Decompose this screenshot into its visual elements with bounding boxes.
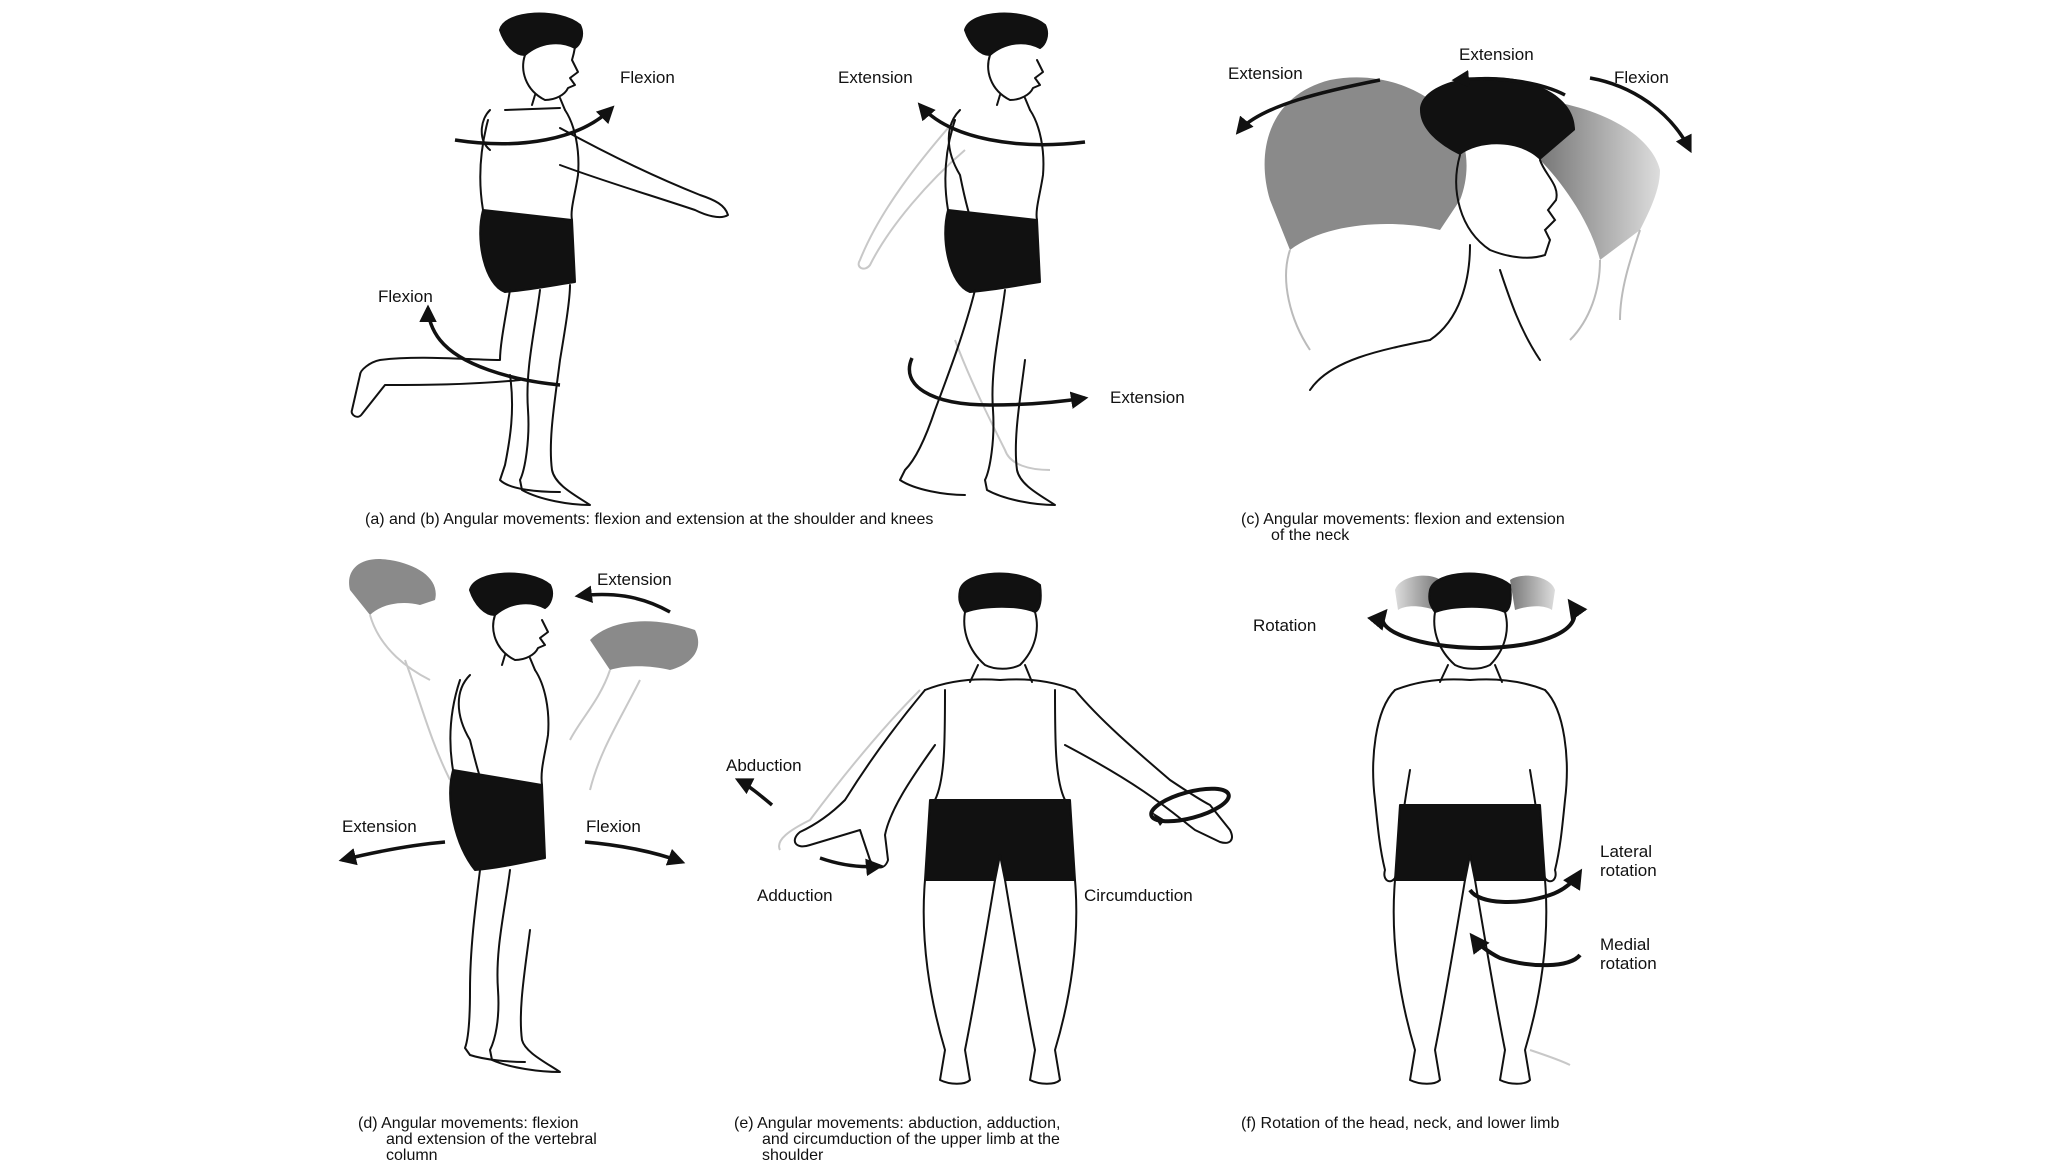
label-d-flexion: Flexion	[586, 817, 641, 836]
label-e-adduction: Adduction	[757, 886, 833, 905]
label-b-extension-shoulder: Extension	[838, 68, 913, 87]
arrow-f-lateral-rotation	[1468, 868, 1583, 904]
panel-b-ghost-figure	[857, 119, 1051, 471]
arrow-f-head-rotation	[1367, 598, 1588, 651]
label-d-extension-left: Extension	[342, 817, 417, 836]
label-f-medial-rotation: Medial rotation	[1600, 935, 1657, 973]
label-a-flexion-knee: Flexion	[378, 287, 433, 306]
arrow-a-knee-flexion	[419, 304, 561, 387]
panel-d-ghosts	[349, 559, 699, 791]
label-d-extension-top: Extension	[597, 570, 672, 589]
panel-f-ghost-foot	[1529, 1049, 1571, 1066]
caption-c: (c) Angular movements: flexion and exten…	[1241, 512, 1565, 544]
arrow-e-adduction	[819, 856, 884, 877]
arrow-b-shoulder-extension	[917, 102, 1086, 147]
panel-f-figure	[1372, 572, 1568, 1085]
panel-a-figure	[350, 12, 729, 506]
label-c-extension-left: Extension	[1228, 64, 1303, 83]
arrow-c-extension-left	[1235, 78, 1381, 135]
caption-d-line1: (d) Angular movements: flexion	[358, 1115, 579, 1132]
arrow-e-circumduction-head	[1152, 812, 1165, 826]
caption-d: (d) Angular movements: flexion and exten…	[358, 1116, 597, 1164]
arrow-e-circumduction	[1149, 786, 1231, 824]
panel-b-figure	[899, 12, 1056, 506]
panel-e-ghost-arm	[778, 689, 921, 851]
caption-e-line2: and circumduction of the upper limb at t…	[762, 1131, 1060, 1148]
label-c-flexion: Flexion	[1614, 68, 1669, 87]
caption-d-line3: column	[386, 1147, 438, 1164]
label-c-extension-top: Extension	[1459, 45, 1534, 64]
arrow-d-flexion	[584, 840, 686, 866]
arrow-d-extension-top	[574, 585, 671, 614]
label-f-lateral-rotation: Lateral rotation	[1600, 842, 1657, 880]
label-e-circumduction: Circumduction	[1084, 886, 1193, 905]
label-f-rotation: Rotation	[1253, 616, 1317, 635]
panel-c-heads	[1264, 76, 1660, 391]
label-e-abduction: Abduction	[726, 756, 802, 775]
caption-e-line1: (e) Angular movements: abduction, adduct…	[734, 1115, 1061, 1132]
caption-e-line3: shoulder	[762, 1147, 824, 1164]
caption-f: (f) Rotation of the head, neck, and lowe…	[1241, 1115, 1560, 1132]
arrow-d-extension-left	[338, 840, 446, 866]
arrow-c-extension-top	[1451, 70, 1566, 97]
panel-e-figure	[793, 572, 1233, 1085]
caption-c-line1: (c) Angular movements: flexion and exten…	[1241, 511, 1565, 528]
caption-c-line2: of the neck	[1271, 527, 1350, 544]
caption-e: (e) Angular movements: abduction, adduct…	[734, 1116, 1060, 1164]
arrow-f-medial-rotation	[1469, 932, 1582, 968]
arrow-a-shoulder-flexion	[454, 105, 615, 146]
caption-ab: (a) and (b) Angular movements: flexion a…	[365, 511, 934, 528]
arrow-c-flexion	[1589, 76, 1692, 154]
arrow-e-abduction	[734, 778, 774, 807]
label-b-extension-knee: Extension	[1110, 388, 1185, 407]
arrow-b-knee-extension	[907, 357, 1089, 409]
label-a-flexion-shoulder: Flexion	[620, 68, 675, 87]
panel-d-figure	[449, 572, 561, 1073]
caption-d-line2: and extension of the vertebral	[386, 1131, 597, 1148]
